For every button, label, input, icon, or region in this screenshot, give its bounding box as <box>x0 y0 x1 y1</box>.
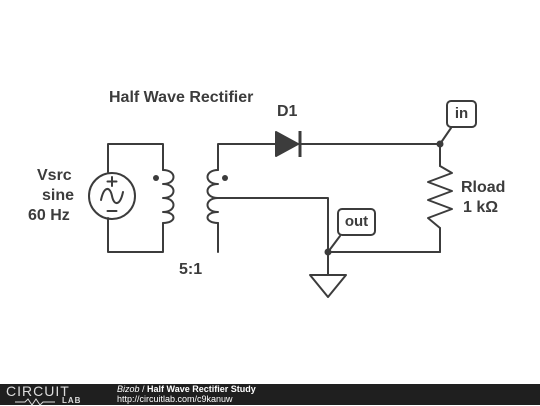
wire-center-tap <box>217 197 329 253</box>
resistor-name-label: Rload <box>461 179 506 196</box>
footer-separator: / <box>139 384 148 394</box>
transformer-secondary-coil <box>206 169 219 224</box>
diode-label: D1 <box>277 103 298 120</box>
diode-symbol <box>275 131 302 157</box>
probe-in-tag[interactable]: in <box>446 100 477 128</box>
logo-resistor-icon <box>15 398 55 406</box>
schematic-title: Half Wave Rectifier <box>109 89 254 106</box>
ground-symbol <box>309 274 347 298</box>
wire-source-top <box>107 143 164 173</box>
transformer-primary-coil <box>162 169 175 224</box>
logo-text-circuit: CIRCUIT <box>6 383 70 399</box>
logo-text-lab: LAB <box>62 396 82 405</box>
footer-url[interactable]: http://circuitlab.com/c9kanuw <box>117 394 233 404</box>
resistor-symbol <box>427 165 453 229</box>
junction-in <box>436 140 444 148</box>
secondary-dot <box>222 175 228 181</box>
source-type-label: sine <box>42 187 75 204</box>
resistor-value-label: 1 kΩ <box>463 199 499 216</box>
source-name-label: Vsrc <box>37 167 72 184</box>
footer-bar: CIRCUIT LAB Bizob / Half Wave Rectifier … <box>0 383 540 406</box>
transformer-ratio-label: 5:1 <box>179 261 203 278</box>
primary-dot <box>153 175 159 181</box>
wire-secondary-top <box>217 143 277 171</box>
probe-out-tag[interactable]: out <box>337 208 376 236</box>
junction-out <box>324 248 332 256</box>
source-frequency-label: 60 Hz <box>28 207 70 224</box>
wire-source-bottom <box>107 217 164 253</box>
footer-author[interactable]: Bizob <box>117 384 140 394</box>
ac-source-symbol <box>88 172 136 220</box>
footer-project[interactable]: Half Wave Rectifier Study <box>147 384 256 394</box>
footer-title: Bizob / Half Wave Rectifier Study <box>117 384 256 394</box>
